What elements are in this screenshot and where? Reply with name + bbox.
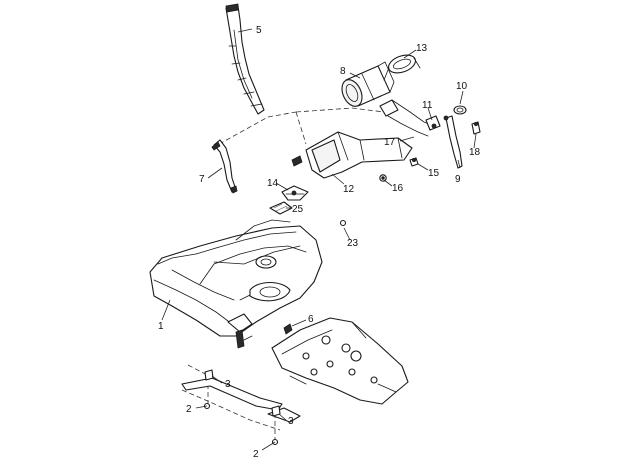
callout-labels: 1 2 2 3 3 5 6 7 8 9 10 11 12 13 14 15 16… — [158, 25, 481, 460]
bracket-nut — [379, 174, 387, 182]
strap-bolt-lower — [271, 405, 281, 417]
gas-cap — [453, 105, 467, 115]
callout-10: 10 — [456, 81, 468, 92]
evap-canister — [341, 61, 395, 107]
callout-16: 16 — [392, 183, 404, 194]
canister-bracket — [379, 99, 441, 137]
filler-neck — [225, 3, 265, 115]
mounting-bracket — [291, 131, 413, 179]
callout-12: 12 — [343, 184, 355, 195]
callout-3-lower: 3 — [288, 416, 294, 427]
callout-5: 5 — [256, 25, 262, 36]
callout-23: 23 — [347, 238, 359, 249]
callout-18: 18 — [469, 147, 481, 158]
callout-13: 13 — [416, 43, 428, 54]
vent-hose — [211, 139, 238, 194]
vent-line — [443, 115, 463, 169]
callout-7: 7 — [199, 174, 205, 185]
leader-lines — [161, 28, 477, 451]
skid-plate — [271, 317, 409, 405]
canister-clamp — [383, 54, 421, 81]
lower-strap — [181, 377, 283, 411]
assembly-reference-lines — [181, 107, 385, 440]
callout-9: 9 — [455, 174, 461, 185]
callout-25: 25 — [292, 204, 304, 215]
callout-14: 14 — [267, 178, 279, 189]
callout-6: 6 — [308, 314, 314, 325]
callout-2-lower: 2 — [253, 449, 259, 460]
strap-bolt-upper — [204, 369, 214, 381]
fuel-sender — [281, 185, 309, 201]
fastener-23 — [339, 219, 347, 227]
vent-fitting — [471, 121, 481, 135]
callout-2-upper: 2 — [186, 404, 192, 415]
bracket-bolt — [409, 157, 419, 167]
callout-3-upper: 3 — [225, 379, 231, 390]
callout-11: 11 — [422, 100, 433, 111]
callout-1: 1 — [158, 321, 164, 332]
callout-8: 8 — [340, 66, 346, 77]
callout-17: 17 — [384, 137, 396, 148]
callout-15: 15 — [428, 168, 440, 179]
fuel-tank — [149, 219, 323, 349]
